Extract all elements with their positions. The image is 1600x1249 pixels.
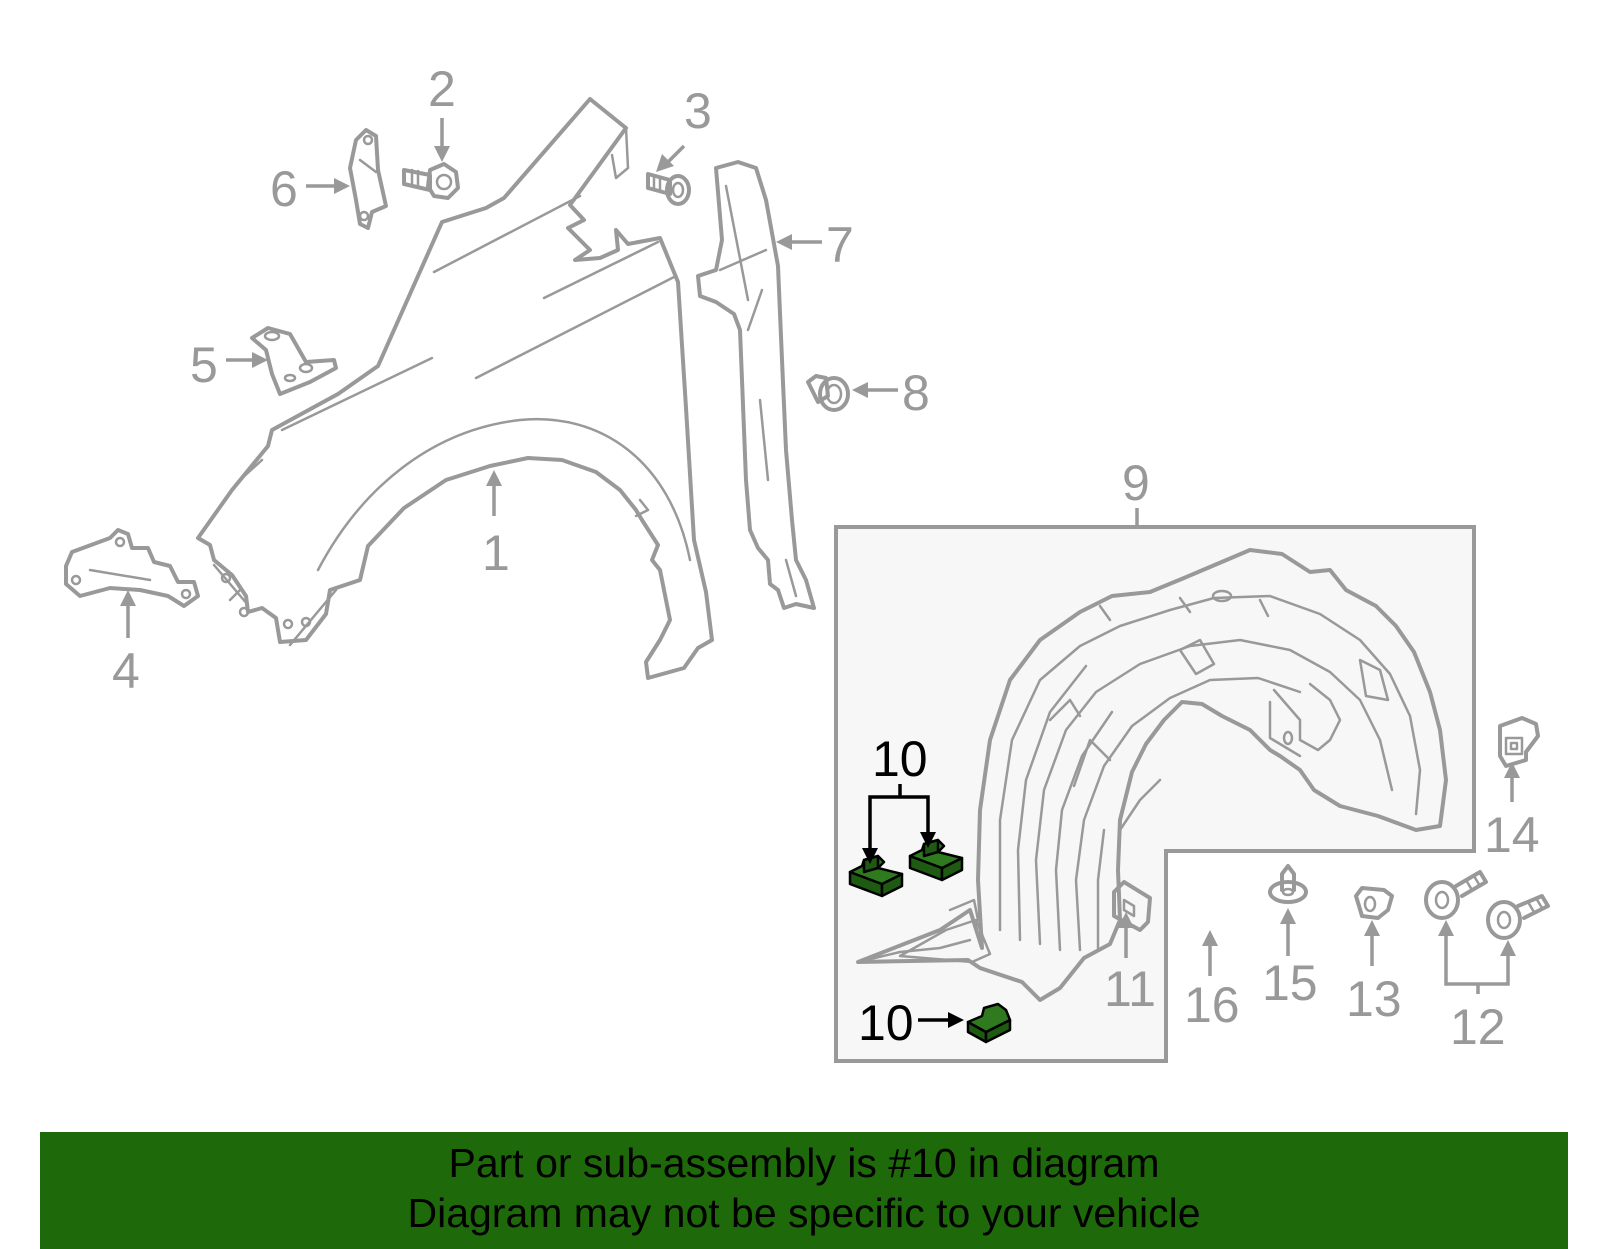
part-9-group-box <box>834 525 1476 1063</box>
screw-part-12-b <box>1486 894 1550 940</box>
callout-1: 1 <box>482 525 510 581</box>
bracket-part-6 <box>348 128 388 230</box>
clip-part-10-left <box>848 854 904 898</box>
callout-3: 3 <box>684 83 712 139</box>
banner-line-1: Part or sub-assembly is #10 in diagram <box>448 1140 1160 1186</box>
callout-14: 14 <box>1484 807 1540 863</box>
bracket-part-4 <box>64 528 200 608</box>
liner-strip-part-7 <box>696 160 816 610</box>
push-clip-part-15 <box>1268 864 1308 904</box>
inner-fender-liner-part-9 <box>856 548 1448 1002</box>
clip-part-10-bottom <box>966 1002 1012 1044</box>
callout-2: 2 <box>428 61 456 117</box>
callout-7: 7 <box>826 217 854 273</box>
callout-16: 16 <box>1184 977 1240 1033</box>
callout-11: 11 <box>1104 961 1156 1017</box>
bracket-part-5 <box>250 326 338 396</box>
clip-part-14 <box>1498 716 1540 768</box>
bolt-part-2 <box>402 162 460 200</box>
info-banner: Part or sub-assembly is #10 in diagram D… <box>40 1132 1568 1249</box>
callout-labels: 1 2 3 4 5 6 7 8 9 10 10 11 12 13 14 15 1… <box>112 61 1540 1055</box>
callout-13: 13 <box>1346 971 1402 1027</box>
callout-15: 15 <box>1262 955 1318 1011</box>
screw-part-12-a <box>1424 870 1488 920</box>
grommet-part-13 <box>1354 886 1394 920</box>
leader-arrows <box>120 118 1520 994</box>
callout-10-bottom: 10 <box>858 995 914 1051</box>
leader-arrows-part-10 <box>862 784 964 1028</box>
fender-part-1 <box>196 97 714 680</box>
clip-part-10-right <box>908 838 964 882</box>
parts-diagram: 1 2 3 4 5 6 7 8 9 10 10 11 12 13 14 15 1… <box>64 61 1550 1063</box>
callout-8: 8 <box>902 365 930 421</box>
screw-part-3 <box>646 172 691 206</box>
callout-5: 5 <box>190 337 218 393</box>
clip-nut-part-11 <box>1112 880 1152 932</box>
callout-4: 4 <box>112 643 140 699</box>
callout-12: 12 <box>1450 999 1506 1055</box>
callout-9: 9 <box>1122 455 1150 511</box>
banner-line-2: Diagram may not be specific to your vehi… <box>407 1190 1201 1236</box>
callout-10-top: 10 <box>872 731 928 787</box>
clip-part-8 <box>806 374 850 412</box>
callout-6: 6 <box>270 161 298 217</box>
